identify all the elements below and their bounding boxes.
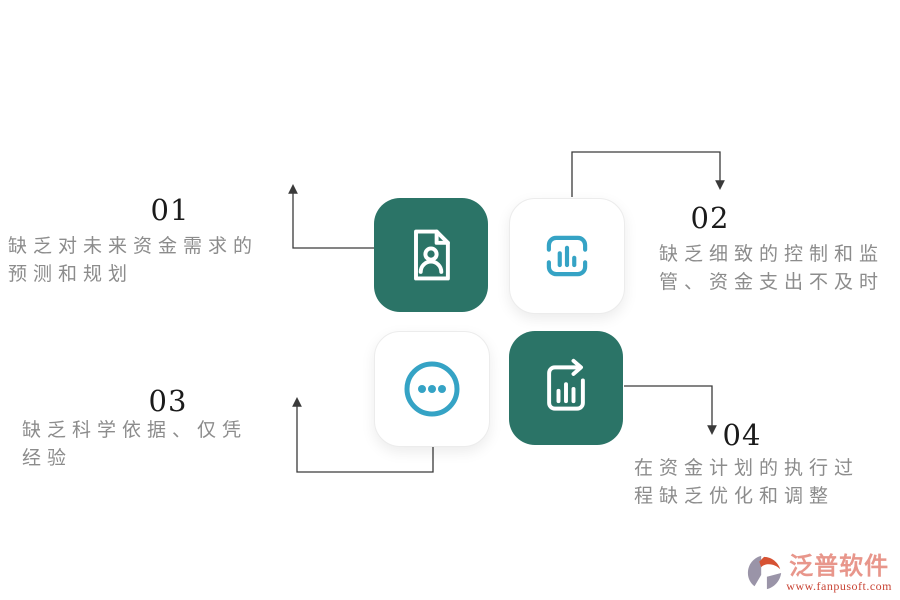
step-03-text-line1: 缺乏科学依据、仅凭 bbox=[22, 419, 248, 441]
fanpu-logo: 泛普软件 www.fanpusoft.com bbox=[746, 554, 892, 592]
chart-cycle-arrow-icon bbox=[547, 358, 585, 411]
step-04-text-line2: 程缺乏优化和调整 bbox=[634, 485, 835, 507]
ellipsis-circle-icon bbox=[404, 361, 460, 417]
step-03-text: 缺乏科学依据、仅凭 经验 bbox=[22, 416, 282, 472]
step-04-text-line1: 在资金计划的执行过 bbox=[634, 457, 860, 479]
tile-ellipsis-circle bbox=[374, 331, 490, 447]
step-02-text-line1: 缺乏细致的控制和监 bbox=[659, 243, 885, 265]
step-01-text-line2: 预测和规划 bbox=[8, 263, 134, 285]
step-02-number: 02 bbox=[690, 201, 730, 235]
fanpu-logo-url: www.fanpusoft.com bbox=[786, 579, 892, 593]
step-03-number: 03 bbox=[148, 384, 188, 418]
fanpu-logo-icon bbox=[748, 555, 782, 590]
step-04-number: 04 bbox=[722, 418, 762, 452]
scan-bar-chart-icon bbox=[546, 235, 588, 277]
step-02-text-line2: 管、资金支出不及时 bbox=[659, 271, 885, 293]
tile-document-user bbox=[374, 198, 488, 312]
connector-step-04 bbox=[624, 385, 717, 435]
fanpu-logo-name: 泛普软件 bbox=[789, 551, 890, 580]
fanpu-logo-text: 泛普软件 www.fanpusoft.com bbox=[786, 551, 892, 593]
step-01-text: 缺乏对未来资金需求的 预测和规划 bbox=[8, 232, 288, 288]
connector-step-01 bbox=[288, 184, 375, 249]
step-04-text: 在资金计划的执行过 程缺乏优化和调整 bbox=[634, 454, 879, 510]
tile-chart-cycle-arrow bbox=[509, 331, 623, 445]
document-user-icon bbox=[414, 229, 450, 281]
connector-step-02 bbox=[571, 151, 725, 197]
step-03-text-line2: 经验 bbox=[22, 447, 73, 469]
tile-scan-bar-chart bbox=[509, 198, 625, 314]
step-01-text-line1: 缺乏对未来资金需求的 bbox=[8, 235, 259, 257]
step-01-number: 01 bbox=[150, 193, 190, 227]
step-02-text: 缺乏细致的控制和监 管、资金支出不及时 bbox=[659, 240, 900, 296]
